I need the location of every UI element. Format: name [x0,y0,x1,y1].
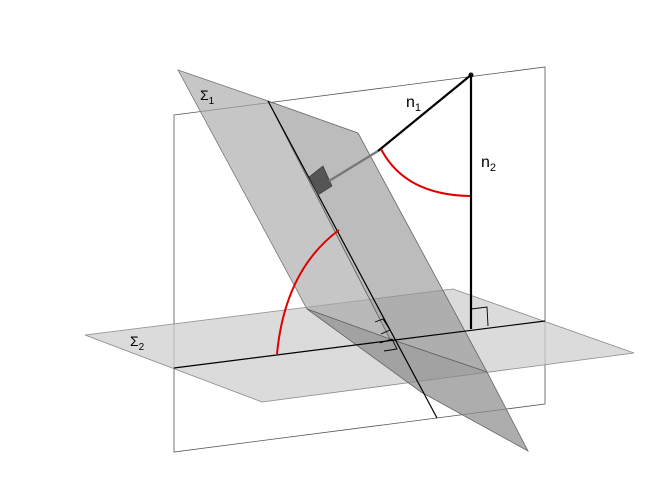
label-sigma-2: Σ2 [130,333,145,353]
angle-arc-planes [276,229,340,355]
right-angle-marker-left [379,338,398,352]
intersection-line-vertical [267,100,438,419]
label-n2: n2 [481,154,496,174]
normal-n1-hidden [328,150,379,182]
right-angle-marker-mid [374,318,391,335]
label-n1: n1 [406,94,421,114]
angle-arc-normals [380,148,471,197]
right-angle-marker-right [470,306,489,327]
normal-foot-square [308,165,333,196]
normal-n1 [377,74,472,152]
intersection-line-horizontal [173,320,546,369]
label-sigma-1: Σ1 [200,87,215,107]
apex-point [468,72,474,78]
